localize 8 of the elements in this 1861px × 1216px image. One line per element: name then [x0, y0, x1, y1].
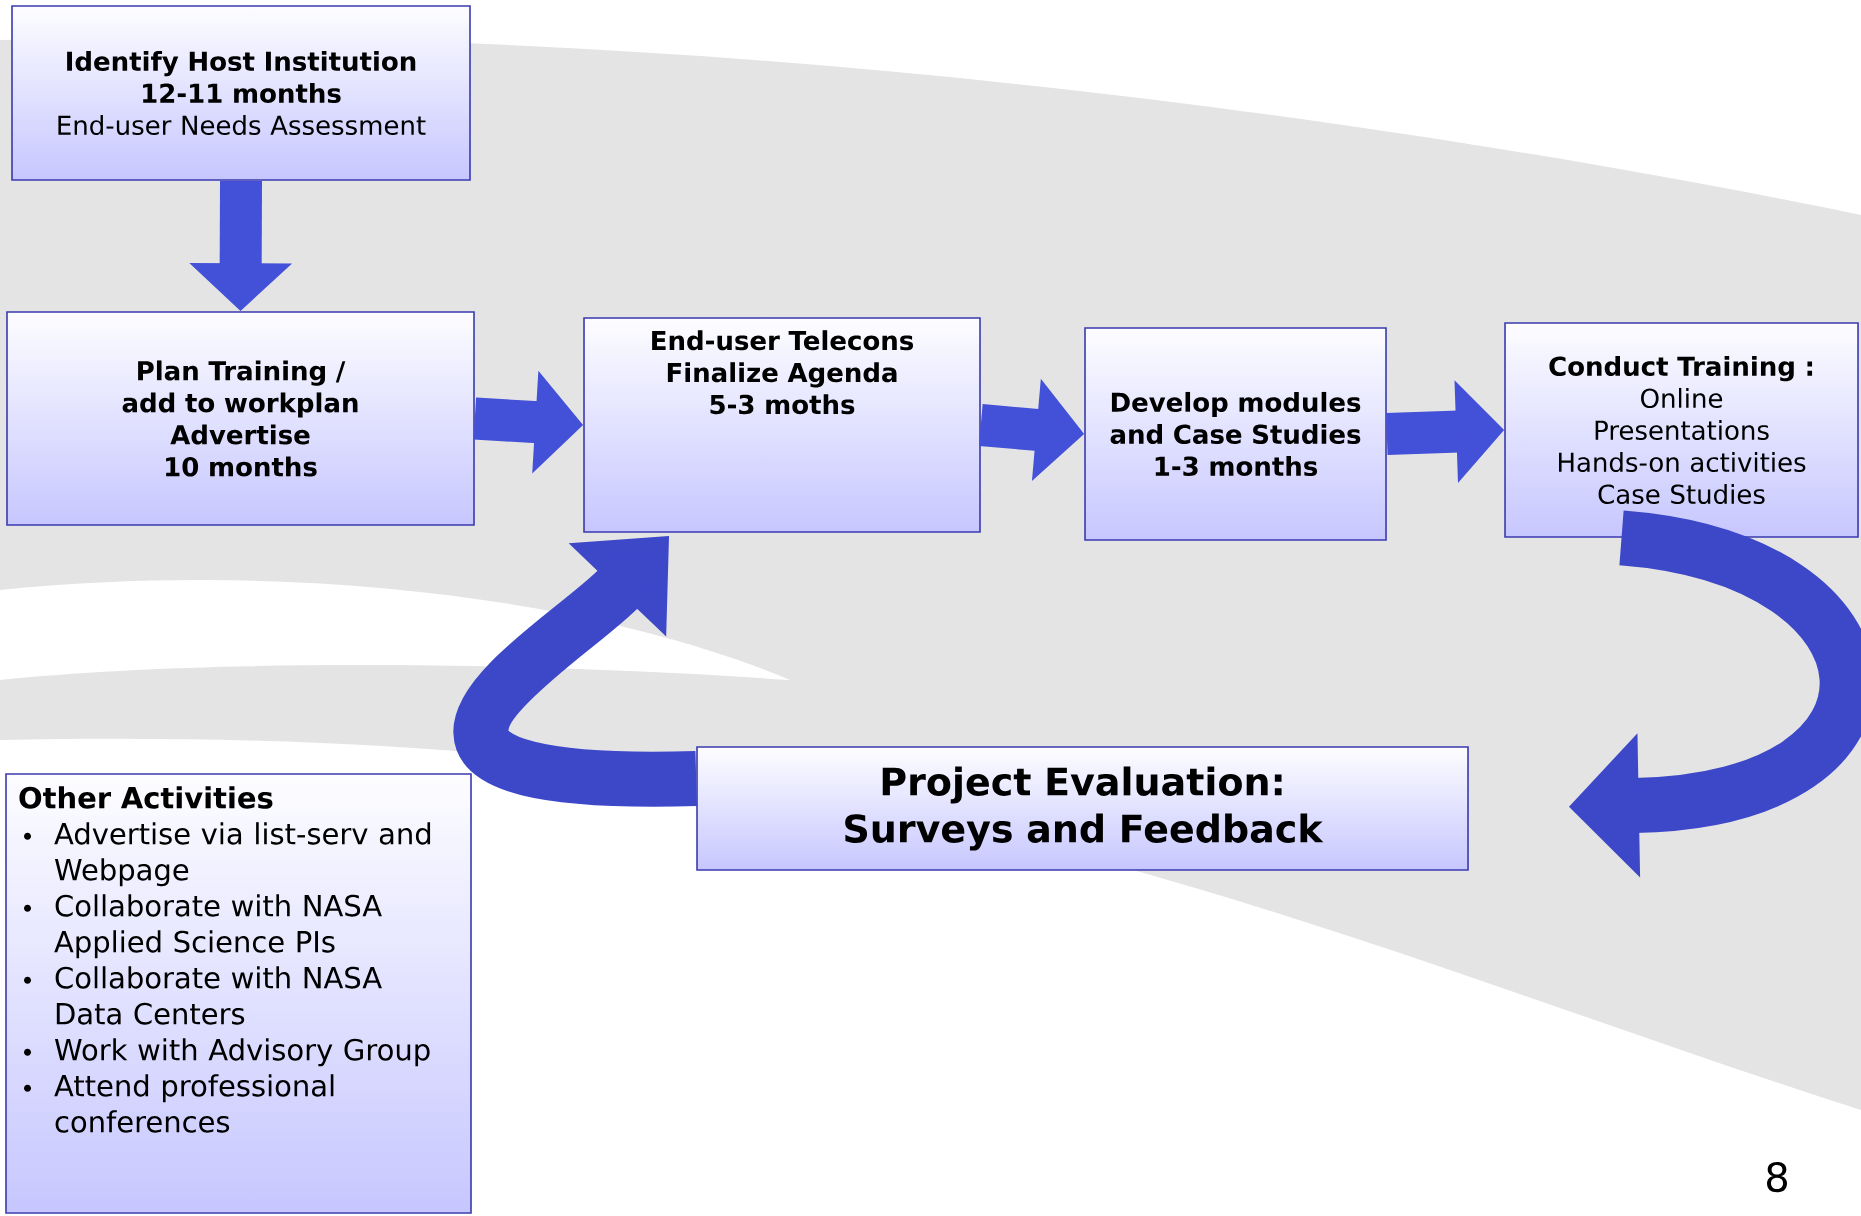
process-box: Conduct Training : Online Presentations Hands-on activities Case Studies	[1504, 322, 1859, 538]
process-box: Develop modules and Case Studies 1-3 months	[1084, 327, 1387, 541]
process-box: Identify Host Institution 12-11 months End-user Needs Assessment	[11, 5, 471, 181]
page-number: 8	[1767, 1161, 1787, 1193]
process-box: End-user Telecons Finalize Agenda 5-3 moths	[583, 317, 981, 533]
evaluation-box: Project Evaluation: Surveys and Feedback	[696, 746, 1469, 871]
process-box: Plan Training / add to workplan Advertise 10 months	[6, 311, 475, 526]
note-box: Other Activities Advertise via list-serv and Webpage Collaborate with NASA Applied Science PIs Collaborate with NASA Data Centers Work with Advisory Group Attend professional conferences	[5, 773, 472, 1214]
